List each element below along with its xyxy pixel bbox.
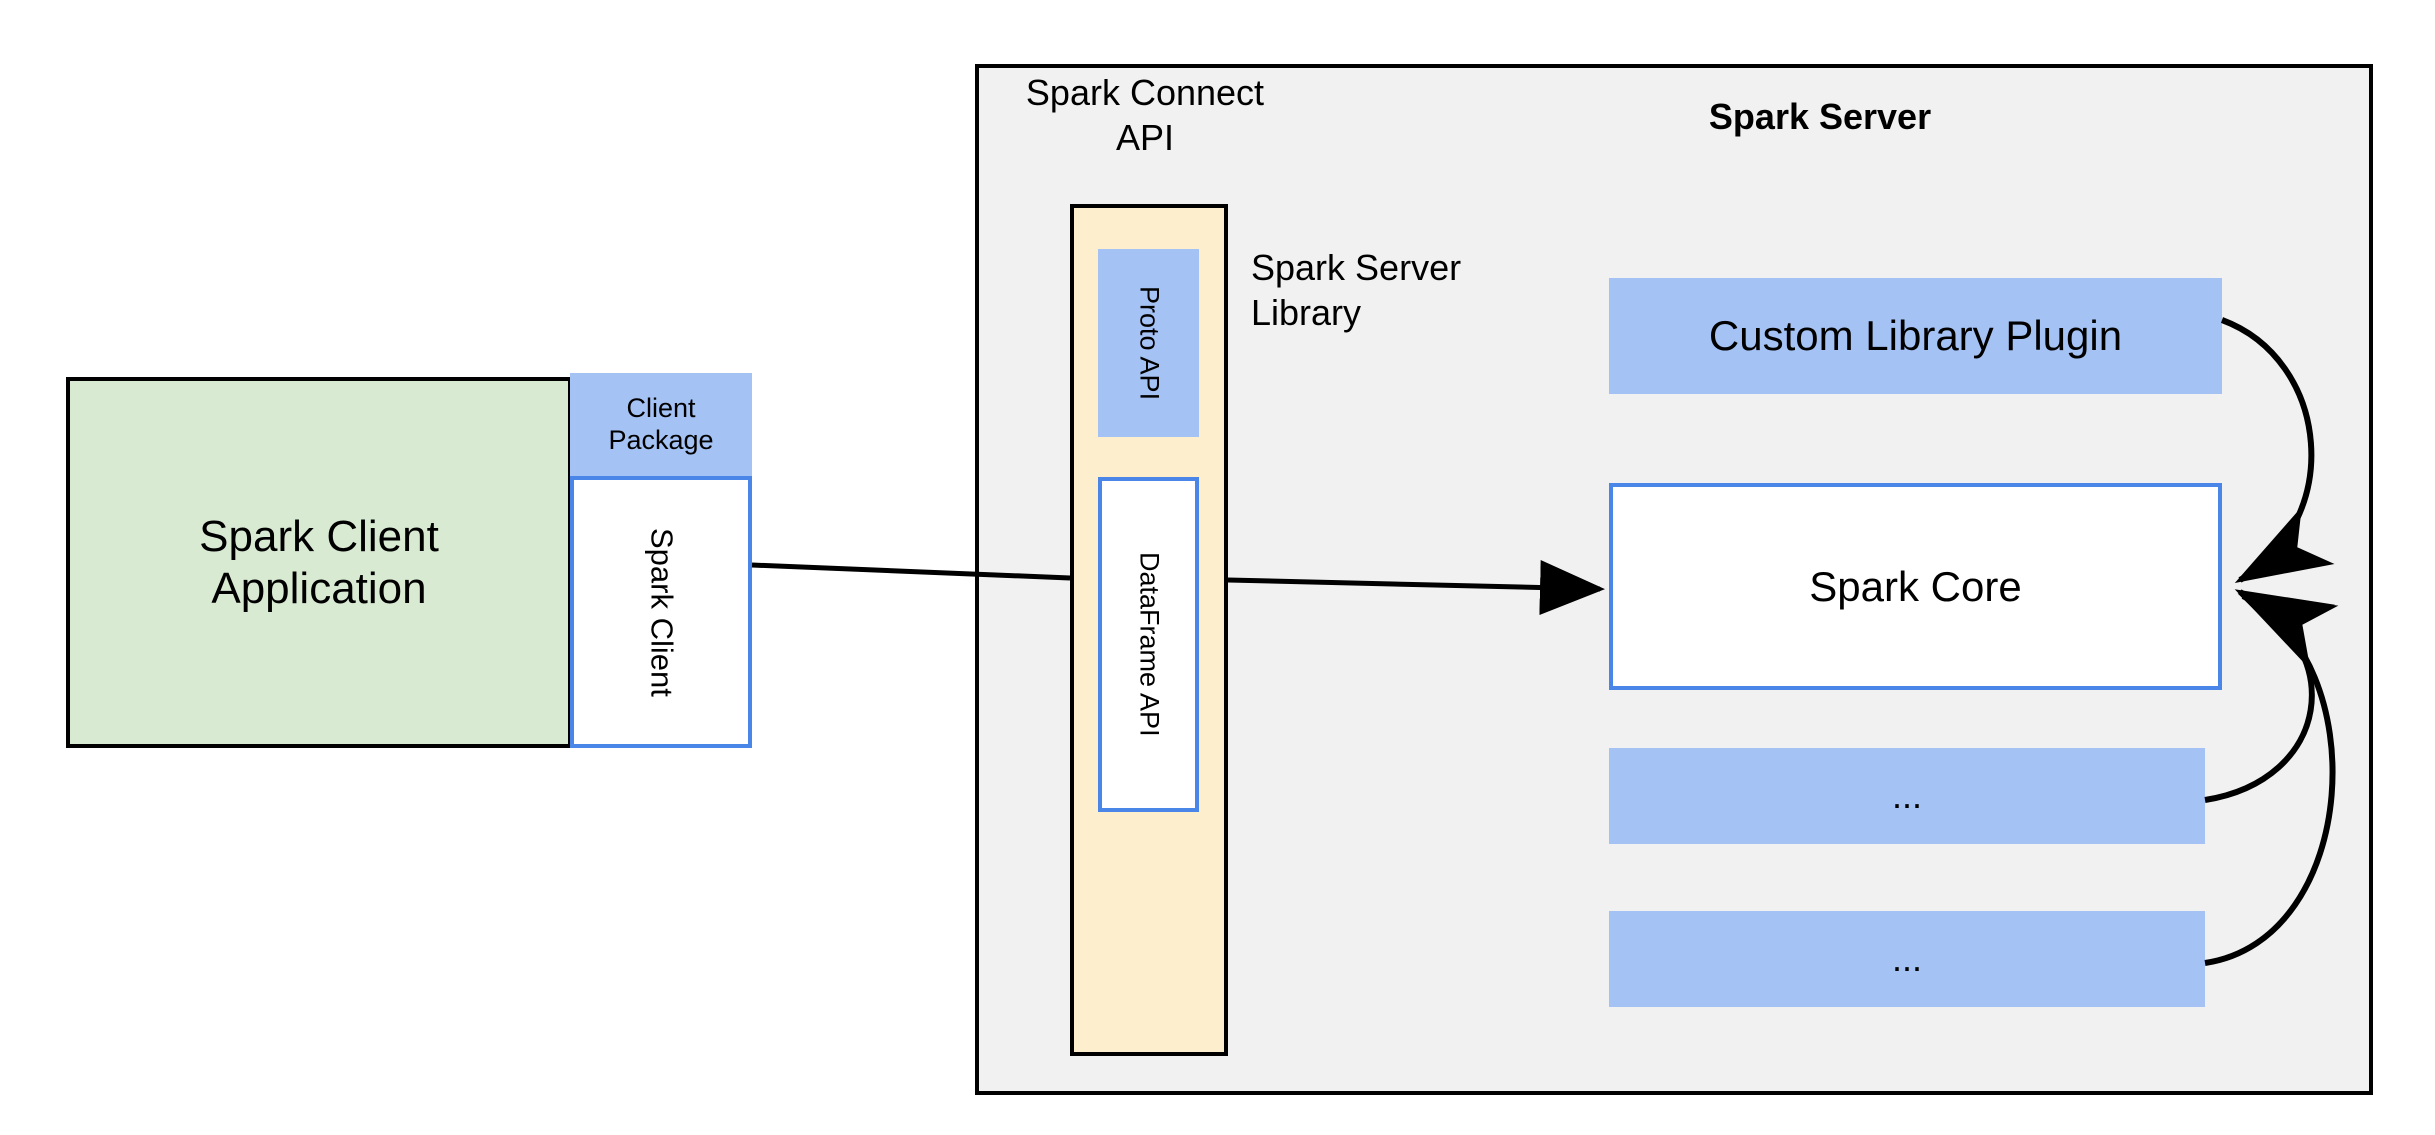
spark-client-application-label-line1: Spark Client: [199, 511, 439, 561]
spark-server-library-label-line2: Library: [1251, 292, 1362, 333]
dataframe-api-box[interactable]: DataFrame API: [1098, 477, 1199, 812]
ellipsis-box-2-label: ...: [1891, 937, 1922, 979]
spark-server-library-label-line1: Spark Server: [1251, 247, 1462, 288]
custom-library-plugin-label: Custom Library Plugin: [1708, 312, 2123, 360]
client-package-label-line2: Package: [608, 424, 714, 455]
spark-client-box[interactable]: Spark Client: [570, 476, 752, 748]
client-package-label-line1: Client: [626, 392, 696, 423]
spark-server-title: Spark Server: [1708, 96, 1932, 137]
spark-connect-api-label-line1: Spark Connect: [1025, 72, 1265, 113]
ellipsis-box-1[interactable]: ...: [1609, 748, 2205, 844]
proto-api-label: Proto API: [1134, 285, 1165, 401]
client-package-box[interactable]: Client Package: [570, 373, 752, 476]
spark-client-application-box[interactable]: Spark Client Application: [66, 377, 572, 748]
spark-connect-api-label: Spark Connect API: [1000, 70, 1290, 160]
dataframe-api-label: DataFrame API: [1134, 552, 1165, 737]
ellipsis-box-1-label: ...: [1891, 774, 1922, 816]
spark-core-label: Spark Core: [1809, 562, 2022, 610]
custom-library-plugin-box[interactable]: Custom Library Plugin: [1609, 278, 2222, 394]
spark-connect-api-label-line2: API: [1115, 117, 1175, 158]
spark-server-library-label: Spark Server Library: [1251, 245, 1551, 335]
spark-core-box[interactable]: Spark Core: [1609, 483, 2222, 690]
proto-api-box[interactable]: Proto API: [1098, 249, 1199, 437]
spark-client-application-label-line2: Application: [211, 563, 427, 613]
spark-client-label: Spark Client: [644, 527, 680, 697]
ellipsis-box-2[interactable]: ...: [1609, 911, 2205, 1007]
